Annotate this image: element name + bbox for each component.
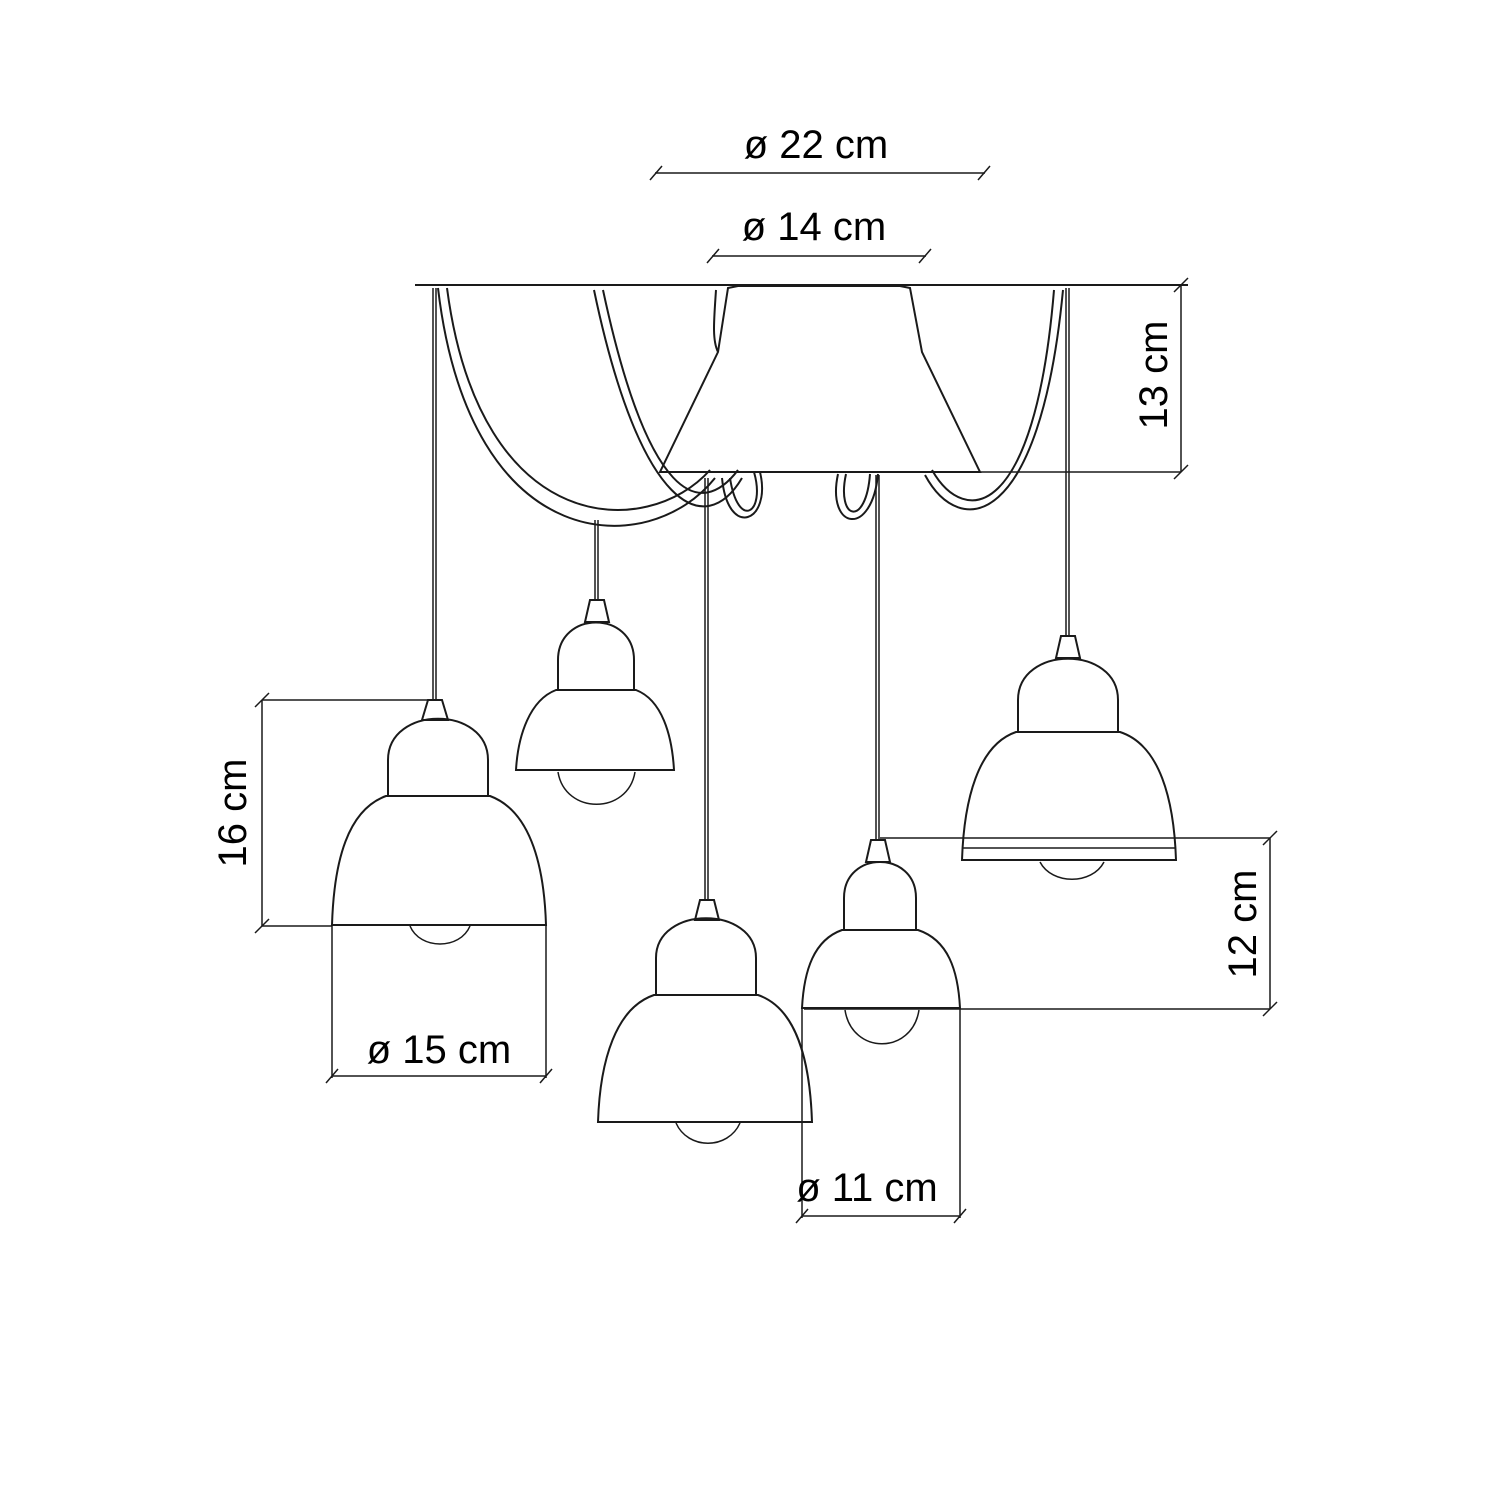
cap	[1017, 657, 1119, 732]
socket	[864, 839, 892, 863]
dimension-large-shade-diameter: ø 15 cm	[325, 926, 553, 1084]
pendant-small-upper	[514, 520, 676, 805]
dimension-large-shade-height: 16 cm	[211, 692, 428, 934]
shade	[960, 731, 1178, 861]
shade	[330, 795, 548, 926]
pendant-small-lower	[800, 475, 962, 1045]
shade	[800, 929, 962, 1009]
bulb	[557, 771, 636, 805]
bulb	[844, 1009, 920, 1045]
pendant-large-bottom	[596, 478, 814, 1144]
cap	[843, 861, 917, 930]
cap	[557, 621, 635, 690]
socket	[693, 899, 721, 921]
dimension-canopy-inner: ø 14 cm	[706, 205, 932, 264]
socket	[1054, 635, 1082, 659]
pendant-large-right	[960, 288, 1178, 880]
socket	[583, 599, 611, 623]
dimension-label-small-shade-diameter: ø 11 cm	[796, 1166, 938, 1210]
cap	[655, 917, 757, 995]
cap	[387, 717, 489, 796]
dimension-label-large-shade-diameter: ø 15 cm	[367, 1028, 511, 1072]
dimension-label-canopy-inner: ø 14 cm	[742, 205, 886, 249]
shade	[596, 994, 814, 1123]
dimension-label-small-shade-height: 12 cm	[1221, 870, 1265, 979]
canopy	[658, 285, 982, 473]
socket	[420, 699, 450, 721]
dimension-small-shade-diameter: ø 11 cm	[795, 1009, 967, 1224]
dimension-canopy-outer: ø 22 cm	[649, 123, 991, 181]
dimension-label-large-shade-height: 16 cm	[211, 759, 255, 868]
cable-loops	[437, 287, 1064, 527]
bulb	[675, 1122, 741, 1144]
dimension-canopy-height: 13 cm	[980, 277, 1189, 480]
bulb	[1039, 861, 1105, 880]
pendant-large-left	[330, 288, 548, 945]
dimension-label-canopy-outer: ø 22 cm	[744, 123, 888, 167]
dimension-small-shade-height: 12 cm	[804, 830, 1278, 1017]
bulb	[409, 925, 471, 945]
dimension-label-canopy-height: 13 cm	[1132, 321, 1176, 430]
shade	[514, 689, 676, 771]
